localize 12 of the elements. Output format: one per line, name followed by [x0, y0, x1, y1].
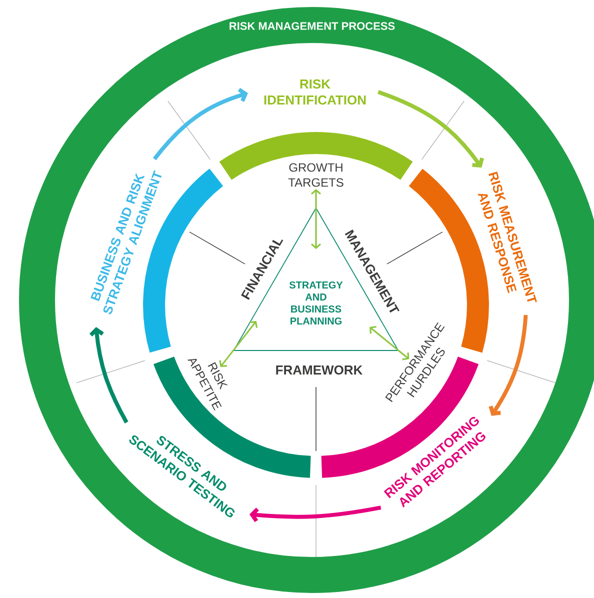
arrow: [370, 326, 410, 360]
arrow: [310, 188, 322, 250]
arrow: [249, 506, 382, 522]
arrow: [219, 321, 258, 368]
corner-label: GROWTH TARGETS: [288, 163, 344, 187]
title: RISK MANAGEMENT PROCESS: [230, 22, 395, 30]
step-label: RISK IDENTIFICATION: [264, 79, 366, 105]
arrow: [152, 88, 248, 160]
side-label: FRAMEWORK: [276, 365, 363, 375]
arrow: [488, 314, 528, 416]
arrow: [378, 90, 484, 168]
arrow: [89, 326, 128, 424]
